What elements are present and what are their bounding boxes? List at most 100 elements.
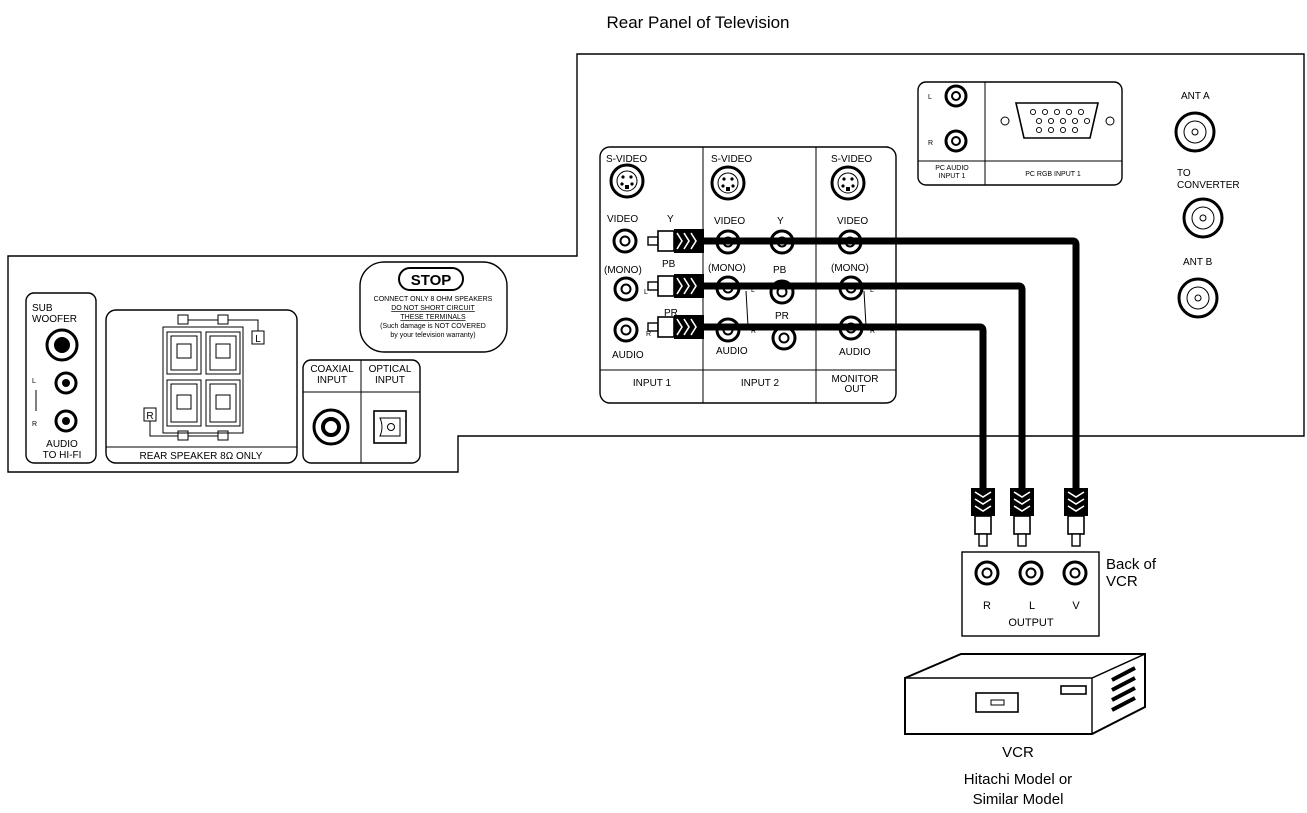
plug-video-vcr <box>1064 488 1088 547</box>
vcr-r-label: R <box>983 600 991 612</box>
mono-label-2: (MONO) <box>708 263 746 274</box>
y-label-1: Y <box>667 214 674 225</box>
warning-line-5: by your television warranty) <box>390 332 475 339</box>
rear-speaker-group <box>105 309 298 464</box>
r-label-1: R <box>646 331 651 338</box>
input2-pr-jack <box>771 325 797 351</box>
s-video-jack-3 <box>830 165 866 201</box>
video-label-3: VIDEO <box>837 216 868 227</box>
pc-rgb-input-label: PC RGB INPUT 1 <box>1025 171 1081 178</box>
speaker-terminals <box>166 331 241 427</box>
s-video-jack-1 <box>609 163 645 199</box>
stop-sign-text: STOP <box>411 272 452 289</box>
plug-audio-l-tv <box>647 274 704 298</box>
stop-sign-badge <box>398 267 464 291</box>
s-video-jack-2 <box>710 165 746 201</box>
to-converter-jack <box>1182 197 1224 239</box>
coaxial-input-jack <box>312 408 350 446</box>
pc-panel-frame <box>917 81 1123 186</box>
l-label-1: L <box>644 289 648 296</box>
video-label-2: VIDEO <box>714 216 745 227</box>
audio-out-group <box>25 292 97 464</box>
pc-audio-r-jack <box>944 129 968 153</box>
r-label-3: R <box>870 328 875 335</box>
vcr-side-plugs <box>971 488 1088 547</box>
vcr-tape-slot <box>975 692 1019 713</box>
warning-line-1: CONNECT ONLY 8 OHM SPEAKERS <box>374 296 493 303</box>
tv-side-plugs <box>647 229 704 339</box>
pr-label-2: PR <box>775 311 789 322</box>
audio-l-label: L <box>32 378 36 385</box>
ant-b-label: ANT B <box>1183 257 1213 268</box>
cable-audio-l <box>704 282 1026 488</box>
speaker-r-box <box>143 407 157 422</box>
mono-label-3: (MONO) <box>831 263 869 274</box>
speaker-r-label: R <box>146 411 153 422</box>
ant-a-jack <box>1174 111 1216 153</box>
plug-audio-r-vcr <box>971 488 995 547</box>
audio-r-jack <box>54 409 78 433</box>
audio-l-jack <box>54 371 78 395</box>
vcr-output-label: OUTPUT <box>1008 617 1054 629</box>
tv-rear-panel-outline <box>7 53 1305 473</box>
input1-audio-r-jack <box>613 317 639 343</box>
warning-line-2: DO NOT SHORT CIRCUIT <box>391 305 475 312</box>
pc-audio-l-jack <box>944 84 968 108</box>
vcr-output-frame <box>961 551 1100 637</box>
s-video-label-1: S-VIDEO <box>606 154 647 165</box>
diagram-title: Rear Panel of Television <box>606 13 789 32</box>
l-label-3: L <box>870 287 874 294</box>
ant-a-label: ANT A <box>1181 91 1210 102</box>
pc-audio-l-label: L <box>928 94 932 101</box>
pc-audio-r-label: R <box>928 140 933 147</box>
pb-label-2: PB <box>773 265 787 276</box>
audio-label-3: AUDIO <box>839 347 871 358</box>
vcr-v-label: V <box>1072 600 1080 612</box>
s-video-jacks <box>609 163 866 201</box>
audio-label-1: AUDIO <box>612 350 644 361</box>
cable-video <box>704 237 1080 488</box>
plug-audio-l-vcr <box>1010 488 1034 547</box>
speaker-terminal-block <box>162 326 244 434</box>
pr-label-1: PR <box>664 308 678 319</box>
rear-speaker-label: REAR SPEAKER 8Ω ONLY <box>140 451 263 462</box>
vcr-r-jack <box>974 560 1000 586</box>
vcr-l-jack <box>1018 560 1044 586</box>
s-video-label-3: S-VIDEO <box>831 154 872 165</box>
vcr-label: VCR <box>1002 744 1034 761</box>
cables <box>704 237 1080 488</box>
warning-line-4: (Such damage is NOT COVERED <box>380 323 486 330</box>
vcr-l-label: L <box>1029 600 1035 612</box>
sub-woofer-jack <box>45 328 79 362</box>
optical-input-jack <box>373 410 407 444</box>
mono-label-1: (MONO) <box>604 265 642 276</box>
audio-label-2: AUDIO <box>716 346 748 357</box>
cable-audio-r <box>704 323 987 488</box>
s-video-label-2: S-VIDEO <box>711 154 752 165</box>
input1-video-jack <box>612 228 638 254</box>
vcr-v-jack <box>1062 560 1088 586</box>
warning-text: CONNECT ONLY 8 OHM SPEAKERS DO NOT SHORT… <box>374 296 493 339</box>
l-label-2: L <box>751 287 755 294</box>
y-label-2: Y <box>777 216 784 227</box>
plug-audio-r-tv <box>647 315 704 339</box>
pb-label-1: PB <box>662 259 676 270</box>
vga-port <box>1000 102 1115 139</box>
speaker-l-box <box>251 330 265 345</box>
audio-r-label: R <box>32 421 37 428</box>
video-label-1: VIDEO <box>607 214 638 225</box>
